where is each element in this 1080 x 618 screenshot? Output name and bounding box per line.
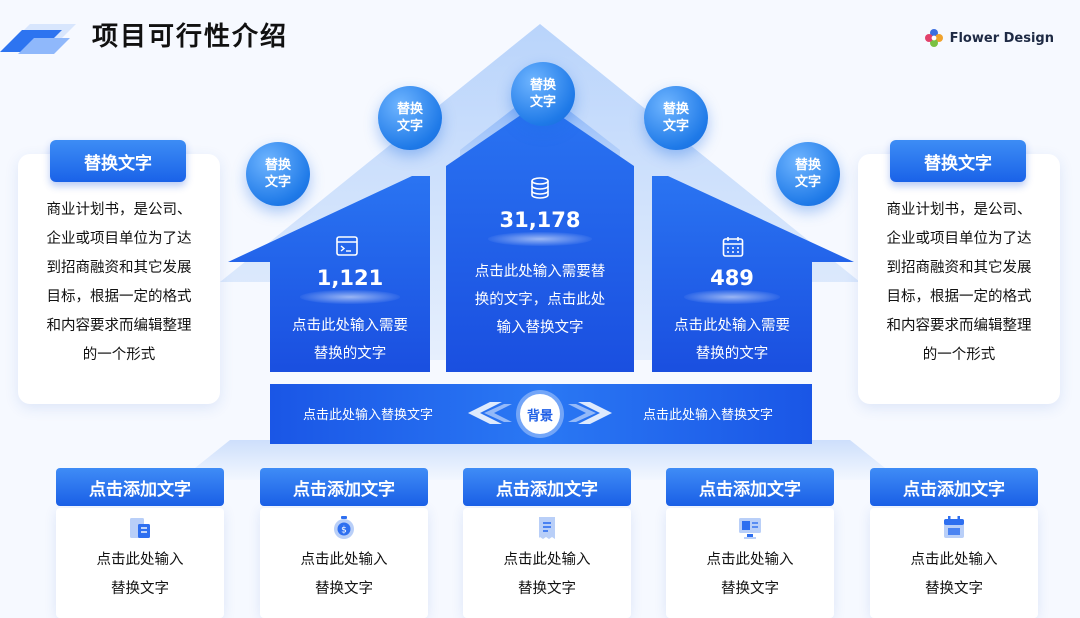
band-left-text: 点击此处输入替换文字	[302, 408, 433, 423]
side-card-left-text: 商业计划书，是公司、 企业或项目单位为了达 到招商融资和其它发展 目标，根据一定…	[32, 196, 206, 370]
card-title: 点击添加文字	[463, 468, 631, 506]
house-center-value: 31,178	[499, 208, 581, 232]
card-text: 点击此处输入 替换文字	[260, 546, 428, 604]
bottom-card-2: 点击添加文字 $ 点击此处输入 替换文字	[260, 468, 428, 618]
text-line: 点击此处输入	[503, 552, 591, 568]
text-line: 替换文字	[111, 581, 169, 597]
text-line: 点击此处输入需要替	[474, 264, 606, 280]
value-glow	[684, 290, 780, 304]
page-title: 项目可行性介绍	[92, 22, 289, 52]
bubble-2: 替换文字	[378, 86, 442, 150]
bubble-line: 替换	[529, 78, 556, 93]
side-card-left-tag: 替换文字	[50, 140, 186, 182]
text-line: 替换文字	[518, 581, 576, 597]
card-title: 点击添加文字	[870, 468, 1038, 506]
bottom-card-4: 点击添加文字 点击此处输入 替换文字	[666, 468, 834, 618]
card-text: 点击此处输入 替换文字	[463, 546, 631, 604]
bubble-1: 替换文字	[246, 142, 310, 206]
arrow-left-shape-2	[484, 404, 512, 422]
calendar-icon	[944, 516, 964, 538]
card-title: 点击添加文字	[260, 468, 428, 506]
terminal-icon	[336, 236, 358, 256]
bubble-line: 文字	[794, 175, 821, 190]
bubble-line: 替换	[662, 102, 689, 117]
band-right-text: 点击此处输入替换文字	[642, 408, 773, 423]
arrow-right-shape	[578, 402, 612, 424]
text-line: 替换的文字	[313, 346, 387, 362]
house-left-value: 1,121	[316, 266, 384, 290]
bottom-card-5: 点击添加文字 点击此处输入 替换文字	[870, 468, 1038, 618]
text-line: 商业计划书，是公司、	[886, 202, 1032, 218]
text-line: 和内容要求而编辑整理	[46, 318, 192, 334]
text-line: 的一个形式	[82, 347, 156, 363]
bubble-5: 替换文字	[776, 142, 840, 206]
arrow-right-shape-2	[568, 404, 596, 422]
bubble-line: 替换	[794, 158, 821, 173]
bubble-line: 替换	[264, 158, 291, 173]
document-icon	[130, 518, 150, 538]
flower-icon	[924, 29, 943, 47]
house-right-shape	[652, 176, 854, 372]
bottom-card-3: 点击添加文字 点击此处输入 替换文字	[463, 468, 631, 618]
band-center-badge: 背景	[520, 394, 560, 434]
bubble-4: 替换文字	[644, 86, 708, 150]
text-line: 目标，根据一定的格式	[46, 289, 192, 305]
text-line: 点击此处输入	[706, 552, 794, 568]
brand-name: Flower Design	[949, 30, 1054, 46]
text-line: 点击此处输入	[910, 552, 998, 568]
monitor-icon	[739, 518, 761, 539]
bottom-card-1: 点击添加文字 点击此处输入 替换文字	[56, 468, 224, 618]
brand-logo: Flower Design	[924, 28, 1054, 48]
text-line: 的一个形式	[922, 347, 996, 363]
bubble-line: 文字	[529, 95, 556, 110]
bubble-3: 替换文字	[511, 62, 575, 126]
bubble-line: 文字	[396, 119, 423, 134]
text-line: 替换文字	[315, 581, 373, 597]
text-line: 目标，根据一定的格式	[886, 289, 1032, 305]
text-line: 输入替换文字	[496, 320, 584, 336]
value-glow	[300, 290, 400, 304]
bubble-line: 文字	[264, 175, 291, 190]
svg-text:$: $	[341, 526, 347, 536]
value-glow	[488, 232, 592, 246]
house-right-value: 489	[710, 266, 754, 290]
bubble-line: 替换	[396, 102, 423, 117]
text-line: 替换文字	[925, 581, 983, 597]
text-line: 点击此处输入	[96, 552, 184, 568]
text-line: 企业或项目单位为了达	[886, 231, 1032, 247]
text-line: 点击此处输入	[300, 552, 388, 568]
card-text: 点击此处输入 替换文字	[56, 546, 224, 604]
arrow-left-shape	[468, 402, 502, 424]
house-center-text: 点击此处输入需要替 换的文字，点击此处 输入替换文字	[446, 258, 634, 342]
text-line: 替换的文字	[695, 346, 769, 362]
header-decoration	[0, 24, 76, 54]
text-line: 点击此处输入需要	[292, 318, 408, 334]
text-line: 点击此处输入需要	[674, 318, 790, 334]
text-line: 商业计划书，是公司、	[46, 202, 192, 218]
card-text: 点击此处输入 替换文字	[870, 546, 1038, 604]
side-card-right-tag: 替换文字	[890, 140, 1026, 182]
house-left-shape	[228, 176, 430, 372]
side-card-right-text: 商业计划书，是公司、 企业或项目单位为了达 到招商融资和其它发展 目标，根据一定…	[872, 196, 1046, 370]
side-card-left: 替换文字 商业计划书，是公司、 企业或项目单位为了达 到招商融资和其它发展 目标…	[18, 140, 220, 404]
house-right-text: 点击此处输入需要 替换的文字	[652, 312, 812, 368]
text-line: 和内容要求而编辑整理	[886, 318, 1032, 334]
side-card-right: 替换文字 商业计划书，是公司、 企业或项目单位为了达 到招商融资和其它发展 目标…	[858, 140, 1060, 404]
bubble-line: 文字	[662, 119, 689, 134]
text-line: 到招商融资和其它发展	[46, 260, 192, 276]
text-line: 换的文字，点击此处	[474, 292, 606, 308]
money-clock-icon: $	[334, 516, 354, 539]
text-line: 企业或项目单位为了达	[46, 231, 192, 247]
coins-icon	[531, 177, 549, 199]
house-left-text: 点击此处输入需要 替换的文字	[270, 312, 430, 368]
card-title: 点击添加文字	[666, 468, 834, 506]
calendar-icon	[722, 237, 744, 257]
text-line: 到招商融资和其它发展	[886, 260, 1032, 276]
receipt-icon	[539, 517, 555, 539]
card-text: 点击此处输入 替换文字	[666, 546, 834, 604]
card-title: 点击添加文字	[56, 468, 224, 506]
text-line: 替换文字	[721, 581, 779, 597]
